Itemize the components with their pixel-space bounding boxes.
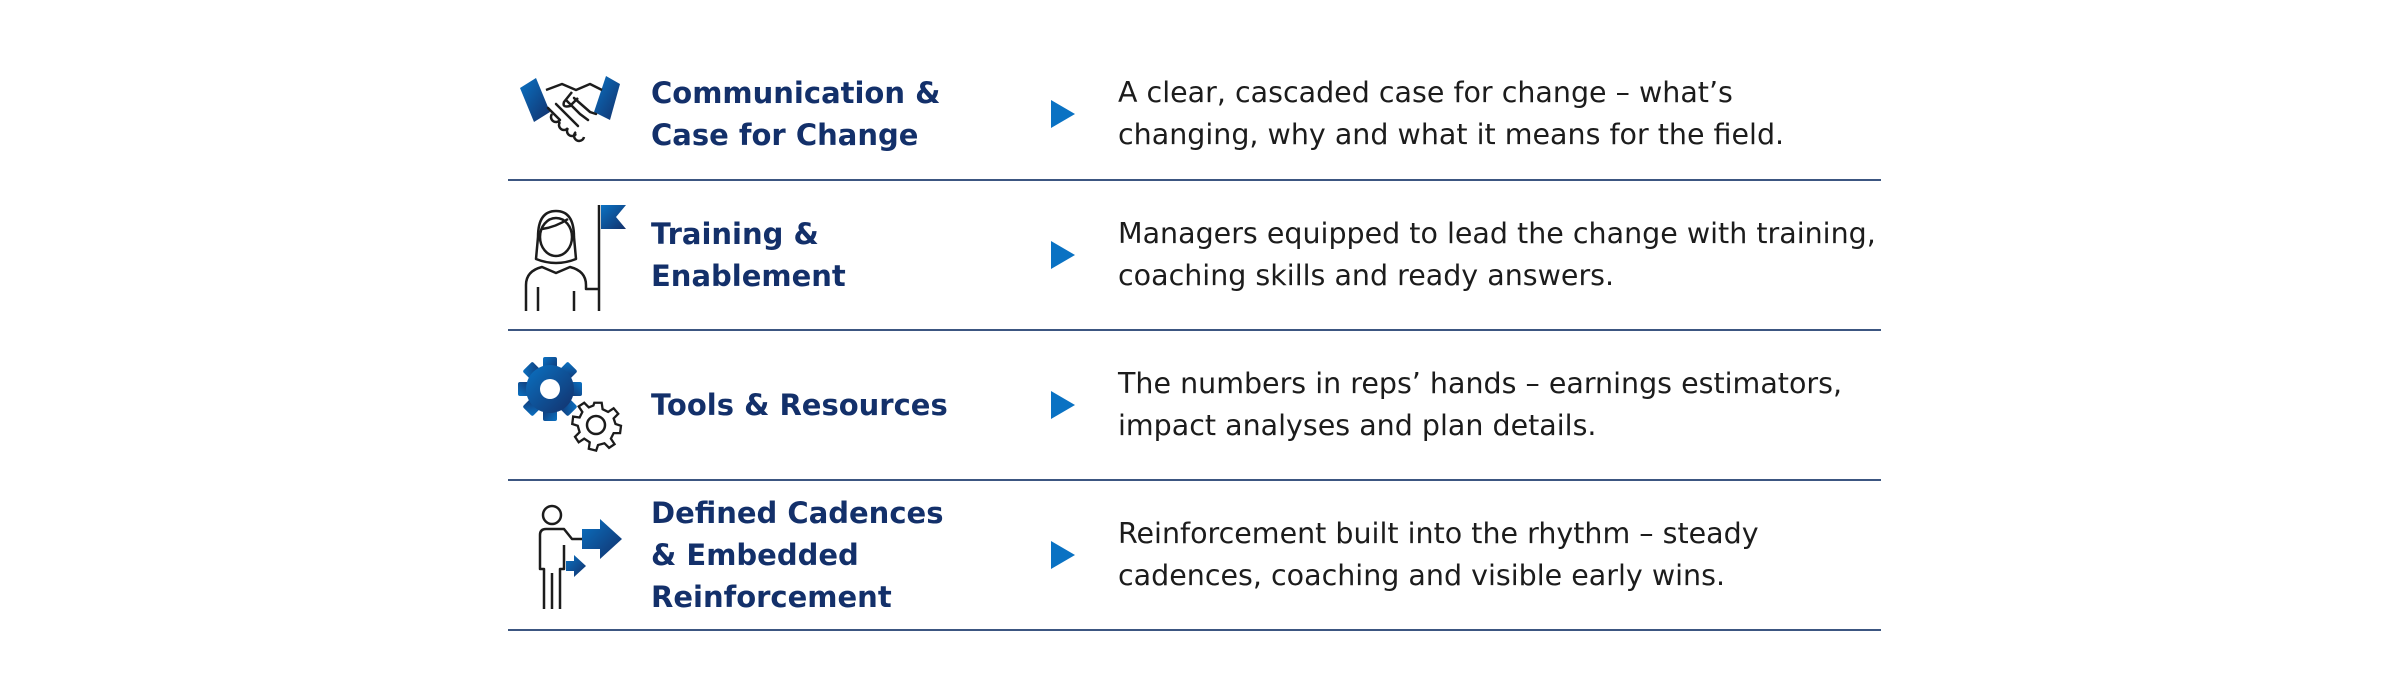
row-description: Managers equipped to lead the change wit… [1118, 217, 1876, 292]
gears-icon [516, 349, 628, 461]
framework-row-communication: Communication & Case for Change A clear,… [508, 48, 1881, 181]
framework-row-cadences: Defined Cadences & Embedded Reinforcemen… [508, 481, 1881, 631]
play-arrow-icon [1051, 391, 1075, 419]
framework-row-training: Training & Enablement Managers equipped … [508, 181, 1881, 331]
row-heading: Training & Enablement [651, 217, 846, 293]
person-with-arrows-icon [516, 499, 628, 611]
row-description: Reinforcement built into the rhythm – st… [1118, 517, 1759, 592]
change-framework-table: Communication & Case for Change A clear,… [508, 48, 1881, 631]
play-arrow-icon [1051, 241, 1075, 269]
row-heading: Defined Cadences & Embedded Reinforcemen… [651, 496, 944, 614]
play-arrow-icon [1051, 99, 1075, 128]
row-description: A clear, cascaded case for change – what… [1118, 75, 1785, 151]
row-heading: Communication & Case for Change [651, 75, 941, 152]
person-with-flag-icon [516, 201, 628, 313]
row-heading: Tools & Resources [651, 388, 948, 422]
framework-row-tools: Tools & Resources The numbers in reps’ h… [508, 331, 1881, 481]
row-description: The numbers in reps’ hands – earnings es… [1118, 367, 1843, 442]
play-arrow-icon [1051, 541, 1075, 569]
handshake-icon [516, 60, 628, 172]
